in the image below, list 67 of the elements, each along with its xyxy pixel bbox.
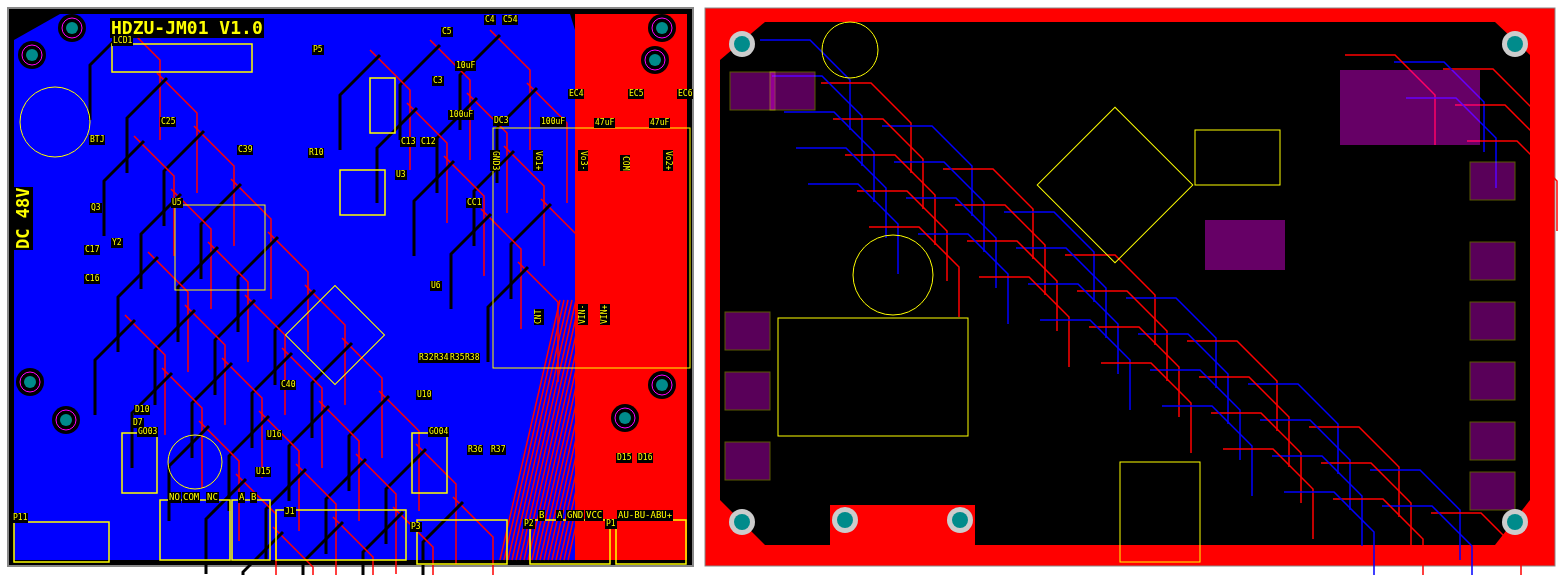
component-designator: D15 (616, 453, 633, 463)
component-designator: P1 (605, 519, 617, 529)
component-designator: U16 (266, 430, 283, 440)
pin-label: Vo2+ (663, 150, 673, 172)
component-designator: D7 (132, 418, 144, 428)
component-designator: U3 (395, 170, 407, 180)
pin-label: VIN- (578, 303, 588, 325)
value-label: 100uF (540, 117, 567, 127)
component-designator: C25 (160, 117, 177, 127)
component-designator: U6 (430, 281, 442, 291)
component-designator: J1 (284, 507, 296, 517)
value-label: 10uF (455, 61, 477, 71)
pin-label: NC (206, 492, 219, 503)
pin-label: B (538, 510, 546, 521)
pin-label: A (556, 510, 564, 521)
component-designator: D10 (134, 405, 151, 415)
component-designator: R34 (433, 353, 450, 363)
component-designator: GO03 (137, 427, 159, 437)
pin-label: GND3 (490, 150, 500, 172)
value-label: 47uF (594, 118, 616, 128)
pin-label: B (250, 492, 258, 503)
pin-label: CNT (534, 308, 544, 325)
component-designator: Y2 (111, 238, 123, 248)
component-designator: BTJ (89, 135, 106, 145)
component-designator: C5 (441, 27, 453, 37)
component-designator: U5 (171, 198, 183, 208)
component-designator: P11 (12, 513, 29, 523)
value-label: 100uF (448, 110, 475, 120)
component-designator: P3 (410, 522, 422, 532)
component-designator: CC1 (466, 198, 483, 208)
pin-label: Vo1+ (533, 150, 543, 172)
pin-label: VCC (585, 510, 604, 521)
component-designator: EC5 (628, 89, 645, 99)
component-designator: EC6 (677, 89, 694, 99)
pin-label: GND (566, 510, 585, 521)
pin-label: COM (620, 155, 630, 172)
component-designator: Q3 (90, 203, 102, 213)
component-designator: R38 (464, 353, 481, 363)
component-designator: C40 (280, 380, 297, 390)
board-text: DC 48V (14, 186, 33, 250)
component-designator: C12 (420, 137, 437, 147)
component-designator: C16 (84, 274, 101, 284)
component-designator: R10 (308, 148, 325, 158)
pin-label: VIN+ (600, 303, 610, 325)
pin-label: COM (182, 492, 201, 503)
component-designator: C17 (84, 245, 101, 255)
component-designator: U15 (255, 467, 272, 477)
pin-label: NO (168, 492, 181, 503)
component-designator: C4 (484, 15, 496, 25)
pin-label: AU-BU-ABU+ (617, 510, 674, 521)
component-designator: EC4 (568, 89, 585, 99)
component-designator: LCD1 (112, 36, 134, 46)
component-designator: DC3 (493, 116, 510, 126)
component-designator: GO04 (428, 427, 450, 437)
pin-label: A (238, 492, 246, 503)
component-designator: R36 (467, 445, 484, 455)
component-designator: C54 (502, 15, 519, 25)
value-label: 47uF (649, 118, 671, 128)
component-designator: P2 (523, 519, 535, 529)
pin-label: Vo3- (578, 150, 588, 172)
component-designator: R37 (490, 445, 507, 455)
component-designator: D16 (637, 453, 654, 463)
component-designator: C3 (432, 76, 444, 86)
component-designator: U10 (416, 390, 433, 400)
component-designator: P5 (312, 45, 324, 55)
component-designator: C13 (400, 137, 417, 147)
component-designator: C39 (237, 145, 254, 155)
